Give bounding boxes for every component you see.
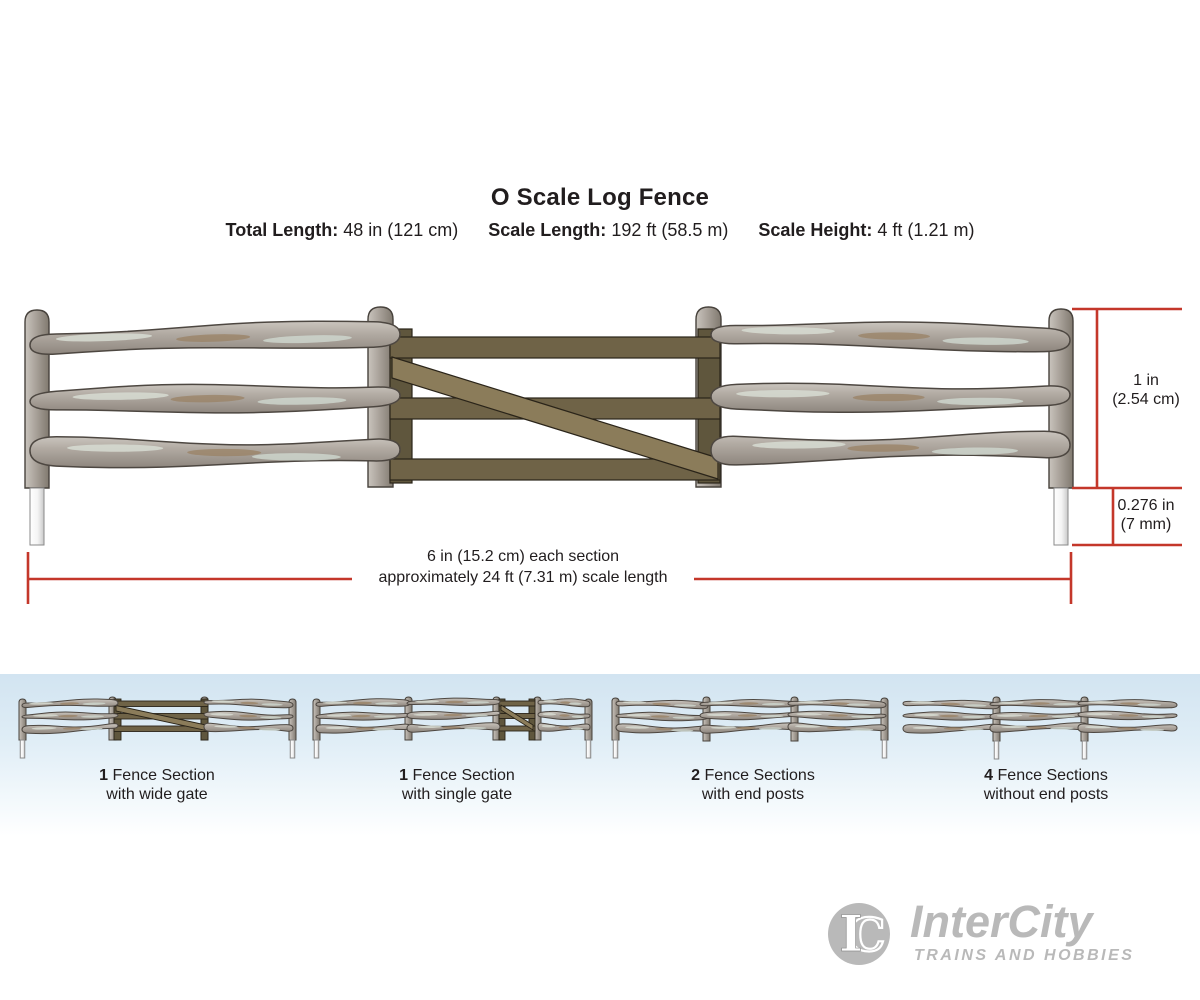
- monogram-i: I: [839, 904, 862, 963]
- variant-fence-no-end-posts: [902, 696, 1178, 760]
- logo-name: InterCity: [910, 896, 1093, 947]
- variant-label-no-end-posts: 4 Fence Sections without end posts: [983, 767, 1109, 803]
- main-fence-illustration: [24, 306, 1074, 546]
- monogram-c: C: [849, 908, 886, 962]
- dimension-label-fence-height: 1 in (2.54 cm): [1112, 372, 1180, 408]
- spec-list: Total Length: 48 in (121 cm) Scale Lengt…: [0, 220, 1200, 241]
- variant-label-wide-gate: 1 Fence Section with wide gate: [99, 767, 215, 803]
- spec-scale-height: Scale Height: 4 ft (1.21 m): [758, 220, 975, 240]
- dimension-label-section-length: 6 in (15.2 cm) each section approximatel…: [378, 548, 668, 586]
- page-title: O Scale Log Fence: [490, 184, 710, 211]
- variant-label-single-gate: 1 Fence Section with single gate: [399, 767, 515, 803]
- variant-fence-end-posts: [611, 696, 889, 759]
- dimension-label-spike-length: 0.276 in (7 mm): [1117, 497, 1175, 533]
- variant-label-end-posts: 2 Fence Sections with end posts: [691, 767, 815, 803]
- logo-tagline: TRAINS AND HOBBIES: [914, 947, 1135, 964]
- dimension-lines: [26, 307, 1182, 604]
- variant-fence-wide-gate: [18, 696, 297, 759]
- intercity-logo: C I InterCity TRAINS AND HOBBIES: [826, 896, 1176, 982]
- spec-scale-length: Scale Length: 192 ft (58.5 m): [488, 220, 729, 240]
- logo-monogram-icon: C I: [828, 903, 890, 965]
- variant-fence-single-gate: [312, 696, 593, 759]
- spec-total-length: Total Length: 48 in (121 cm): [225, 220, 459, 240]
